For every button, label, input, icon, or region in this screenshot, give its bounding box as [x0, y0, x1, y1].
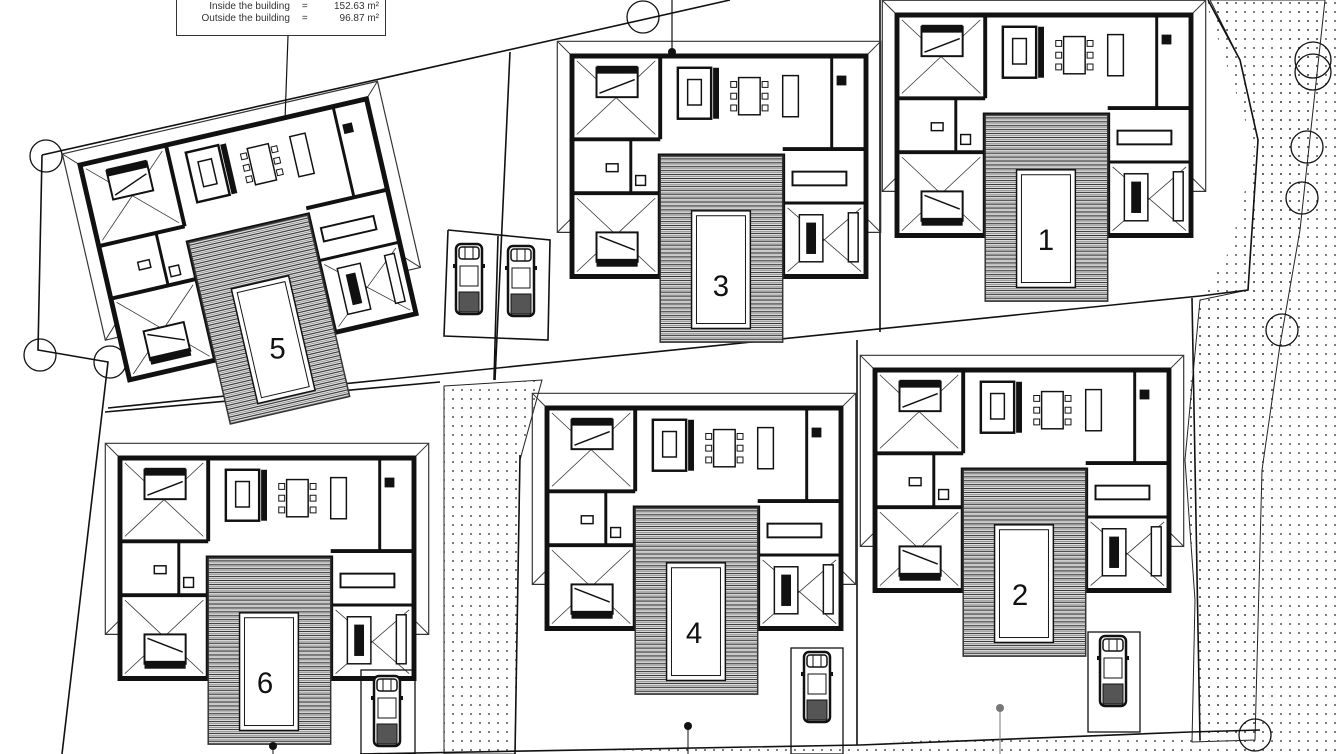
- area-label-leader: [284, 35, 289, 121]
- entrance-markers: [269, 704, 1004, 754]
- house-lot-6[interactable]: 6: [105, 443, 428, 744]
- lot-number-2: 2: [1012, 579, 1028, 612]
- survey-circles: [23, 0, 1332, 752]
- area-equals: =: [301, 1, 308, 12]
- area-label: Inside the building: [209, 1, 290, 12]
- lot-number-4: 4: [686, 617, 702, 650]
- house-lot-3[interactable]: 3: [557, 41, 880, 342]
- area-value: 152.63 m²: [333, 1, 379, 12]
- area-value: 96.87 m²: [339, 13, 379, 24]
- area-equals: =: [301, 13, 308, 24]
- parking-shared: [451, 242, 539, 318]
- area-label: Outside the building: [201, 13, 290, 24]
- parking-lot-4: [790, 647, 844, 754]
- lot-number-6: 6: [257, 667, 273, 700]
- house-lot-5[interactable]: 5: [62, 81, 445, 447]
- area-schedule-label: Inside the building = 152.63 m² Outside …: [176, 0, 386, 36]
- house-lot-4[interactable]: 4: [532, 393, 855, 694]
- lot-number-5: 5: [269, 333, 285, 366]
- lot-number-1: 1: [1038, 224, 1054, 257]
- area-row-inside: Inside the building = 152.63 m²: [183, 1, 379, 13]
- house-lot-2[interactable]: 2: [860, 355, 1183, 656]
- marker-dot: [668, 48, 676, 56]
- parking-lot-2: [1087, 631, 1141, 733]
- parking-lot-6: [360, 669, 416, 754]
- landscape-strip-middle: [443, 379, 543, 754]
- area-row-outside: Outside the building = 96.87 m²: [183, 13, 380, 25]
- landscape-strip-bottom: [515, 732, 1255, 754]
- house-lot-1[interactable]: 1: [882, 0, 1205, 301]
- lot-number-3: 3: [713, 270, 729, 303]
